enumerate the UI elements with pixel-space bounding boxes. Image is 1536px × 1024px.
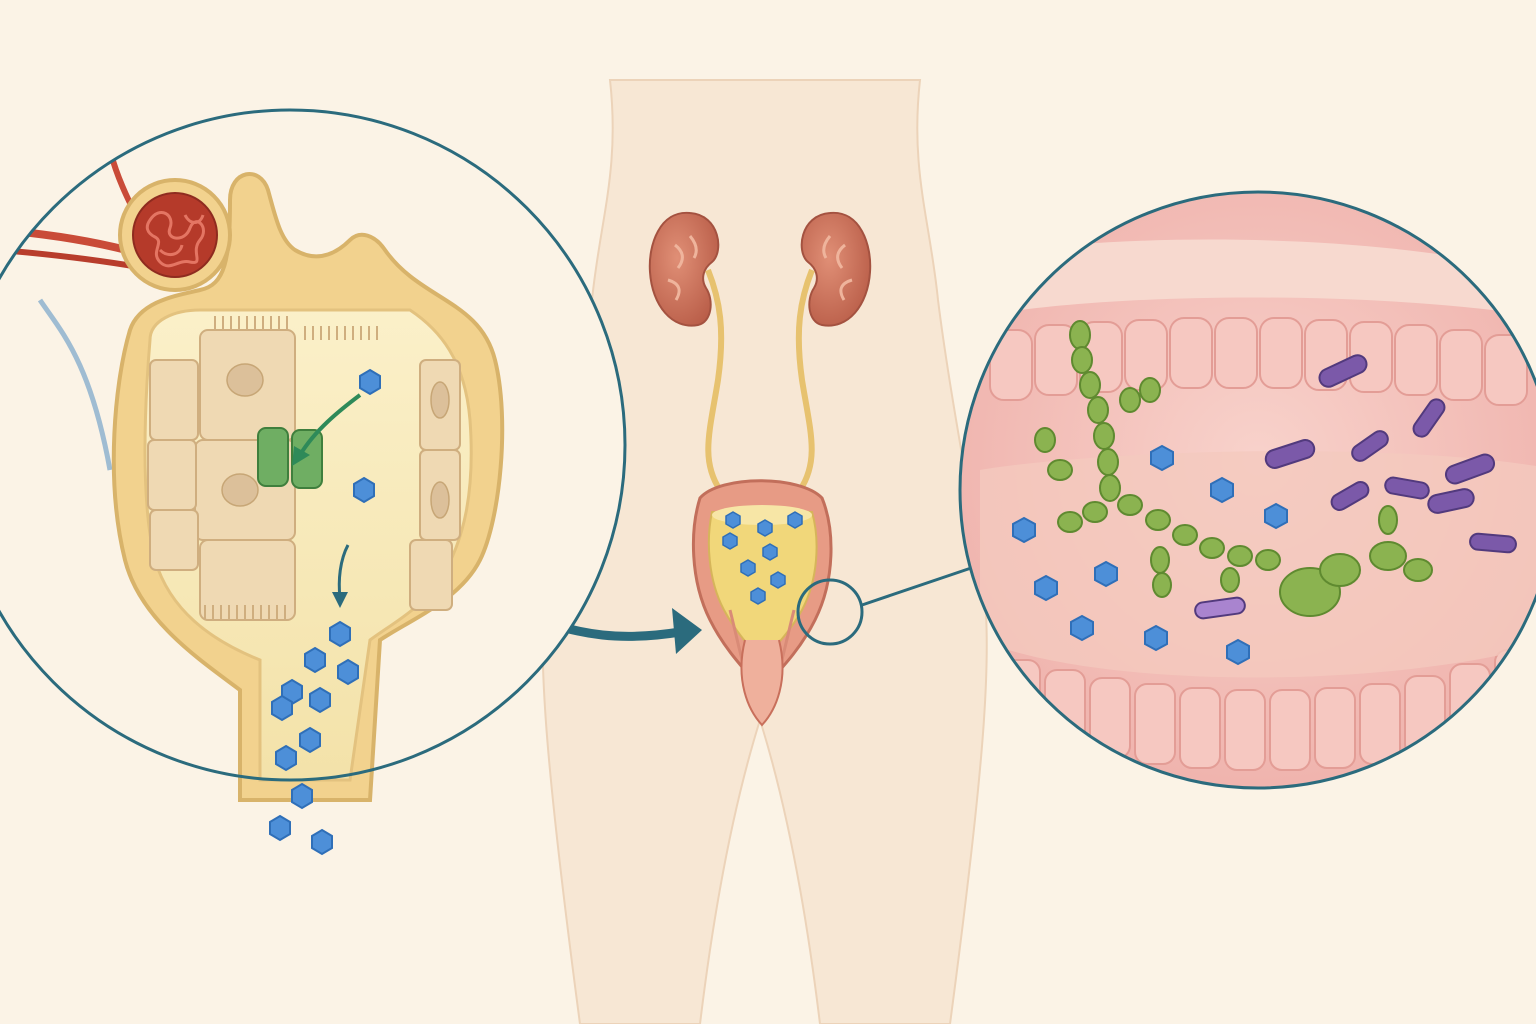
glucose-molecule	[1012, 516, 1036, 544]
glomerulus	[118, 178, 232, 292]
glucose-molecule	[1070, 614, 1094, 642]
tissue-glucose	[1012, 444, 1288, 666]
glucose-molecule	[750, 587, 766, 605]
glucose-molecule	[725, 511, 741, 529]
glucose-molecule	[309, 686, 331, 714]
right-kidney	[800, 211, 872, 327]
reabsorption-arrow	[292, 393, 362, 466]
glucose-molecule	[1226, 638, 1250, 666]
left-kidney	[648, 211, 720, 327]
glucose-molecule	[275, 744, 297, 772]
glucose-molecule	[1264, 502, 1288, 530]
bladder-wall-marker	[796, 563, 981, 646]
glucose-molecule	[304, 646, 326, 674]
bladder	[691, 479, 833, 727]
glucose-molecule	[291, 782, 313, 810]
glucose-molecule	[757, 519, 773, 537]
right-zoom-outline	[958, 190, 1536, 790]
glucose-molecule	[359, 368, 381, 396]
kidney-tubule-zoom	[0, 108, 627, 856]
glucose-molecule	[770, 571, 786, 589]
glucose-molecule	[271, 694, 293, 722]
glucose-molecule	[311, 828, 333, 856]
glucose-molecule	[1144, 624, 1168, 652]
glucose-molecule	[269, 814, 291, 842]
left-zoom-outline	[0, 108, 627, 782]
glucose-molecule	[787, 511, 803, 529]
glucose-molecule	[762, 543, 778, 561]
fungal-hyphae	[1034, 320, 1281, 598]
glucose-molecule	[740, 559, 756, 577]
glucose-molecule	[722, 532, 738, 550]
glucose-molecule	[299, 726, 321, 754]
glucose-molecule	[1094, 560, 1118, 588]
glucose-molecule	[337, 658, 359, 686]
glucose-molecule	[353, 476, 375, 504]
bacteria	[1194, 354, 1517, 620]
glucose-molecule	[1210, 476, 1234, 504]
tubule-cells	[147, 329, 461, 621]
ureters	[705, 268, 815, 492]
yeast-cells	[1279, 505, 1433, 617]
bladder-glucose	[722, 511, 803, 605]
glucose-transporter	[257, 427, 323, 489]
glucose-molecule	[1034, 574, 1058, 602]
tubule-glucose	[269, 368, 381, 856]
glucose-molecule	[1150, 444, 1174, 472]
bladder-wall-zoom	[958, 190, 1536, 790]
glucose-molecule	[329, 620, 351, 648]
downflow-arrow	[332, 544, 350, 608]
